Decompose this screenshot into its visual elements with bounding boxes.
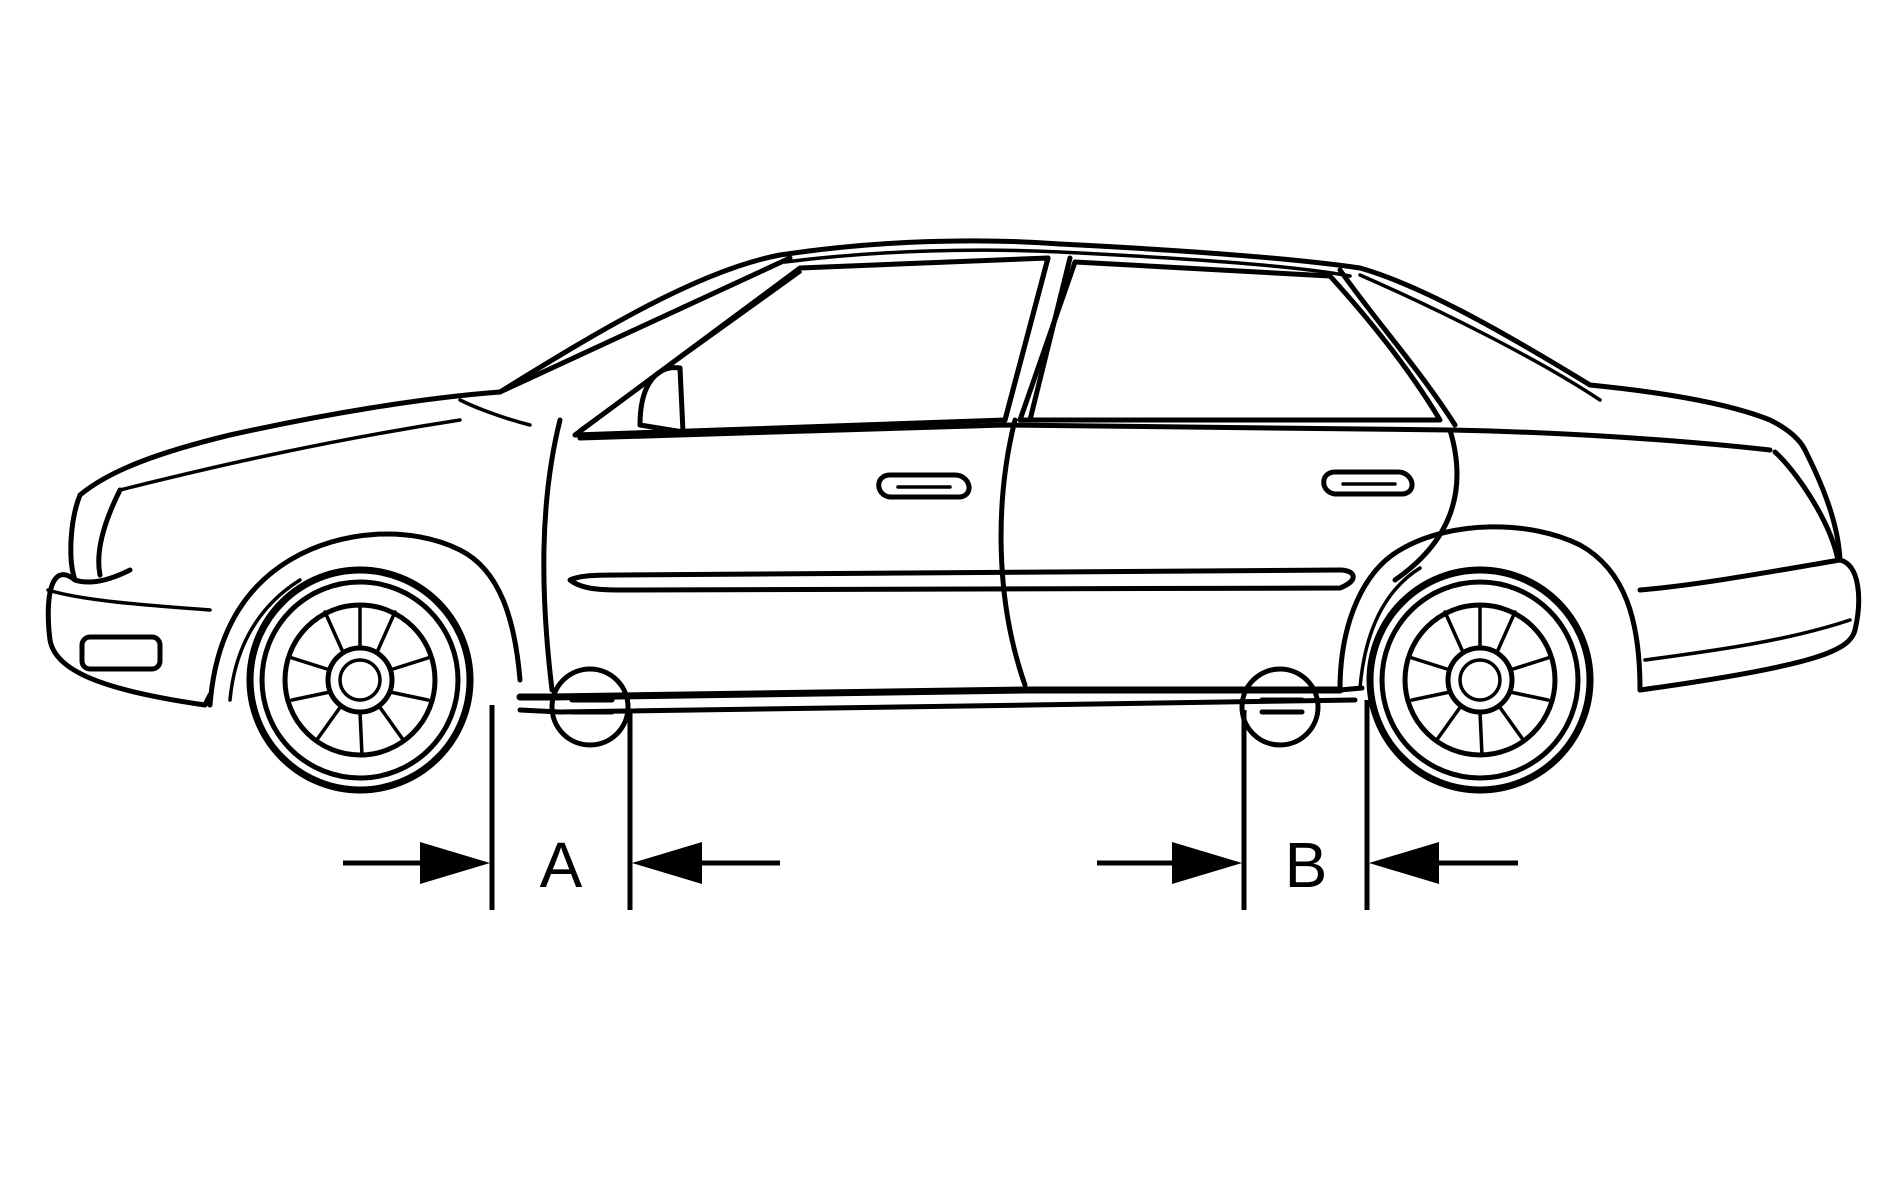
- dimension-a-right-arrow-head: [632, 842, 702, 884]
- dimension-b-label: B: [1285, 829, 1328, 901]
- rear-wheel: [1366, 566, 1594, 794]
- car-body: [45, 238, 1862, 715]
- dimension-a: A: [343, 705, 780, 910]
- dimension-b-right-arrow-head: [1369, 842, 1439, 884]
- dimension-a-left-arrow-head: [420, 842, 490, 884]
- front-lift-point-marker: [549, 666, 631, 748]
- dimension-a-label: A: [540, 829, 583, 901]
- front-wheel-spokes: [287, 603, 433, 757]
- front-wheel: [246, 566, 474, 794]
- rear-wheel-spokes: [1407, 603, 1553, 757]
- rear-lift-point-marker: [1239, 666, 1321, 748]
- dimension-b-left-arrow-head: [1172, 842, 1242, 884]
- dimension-b: B: [1097, 700, 1518, 910]
